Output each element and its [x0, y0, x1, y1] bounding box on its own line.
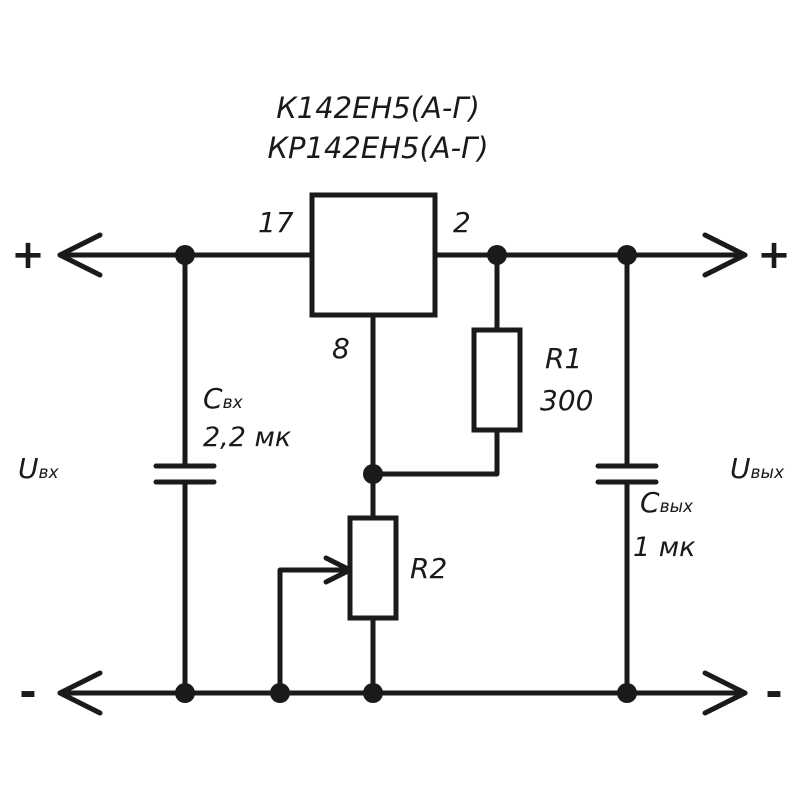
u-out-label: Uвых [730, 452, 785, 485]
output-capacitor [595, 252, 659, 696]
chip-name-line1: К142ЕН5(А-Г) [276, 91, 480, 125]
c-out-name: Cвых [640, 486, 694, 519]
r2-name: R2 [410, 552, 447, 585]
resistor-r1 [370, 252, 523, 477]
negative-rail [57, 670, 748, 716]
chip-name-line2: КР142ЕН5(А-Г) [267, 131, 488, 165]
input-capacitor [153, 252, 217, 696]
c-in-value: 2,2 мк [203, 422, 292, 453]
regulator-ic [309, 192, 438, 318]
pin-in-label: 17 [258, 206, 294, 239]
junction-nodes [175, 245, 637, 703]
potentiometer-r2 [277, 471, 399, 696]
r1-value: 300 [540, 384, 593, 417]
terminal-minus-right: - [765, 667, 782, 716]
terminal-plus-left: + [11, 232, 45, 278]
terminal-plus-right: + [757, 232, 791, 278]
terminal-minus-left: - [19, 667, 36, 716]
c-out-value: 1 мк [633, 532, 696, 563]
pin-out-label: 2 [453, 206, 471, 239]
r1-name: R1 [545, 342, 582, 375]
pin-gnd-label: 8 [332, 332, 350, 365]
c-in-name: Cвх [203, 382, 244, 415]
u-in-label: Uвх [18, 452, 60, 485]
